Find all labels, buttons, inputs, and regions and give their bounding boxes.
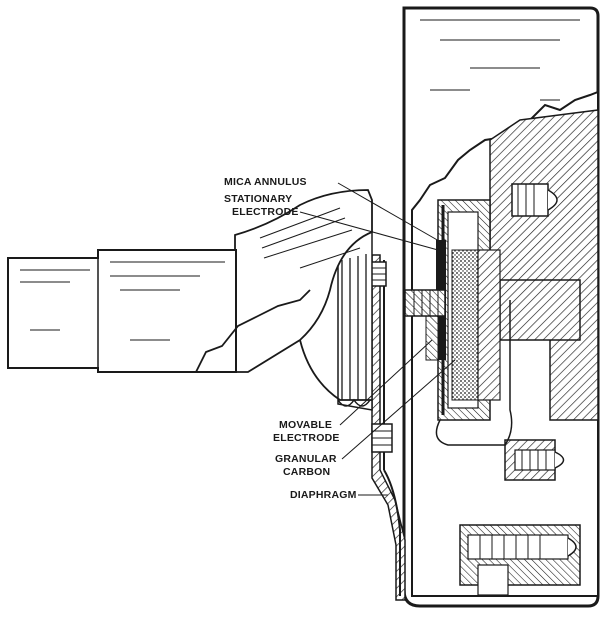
label-stationary-electrode-line2: ELECTRODE xyxy=(232,206,299,218)
label-diaphragm: DIAPHRAGM xyxy=(290,489,357,501)
label-granular-carbon-line2: CARBON xyxy=(283,466,331,478)
handle-tube xyxy=(7,249,237,373)
label-movable-electrode-line2: ELECTRODE xyxy=(273,432,340,444)
center-post xyxy=(499,279,581,341)
leader-movable-electrode xyxy=(339,339,433,426)
rear-screw-middle xyxy=(504,439,565,481)
granular-carbon-chamber xyxy=(451,249,479,401)
leader-mica-annulus xyxy=(337,182,447,246)
label-granular-carbon-line1: GRANULAR xyxy=(275,453,337,465)
handle-cutaway-edge xyxy=(195,289,311,373)
internal-wire xyxy=(435,300,513,446)
spring-coil xyxy=(337,231,373,411)
rear-screw-top xyxy=(511,183,558,217)
rear-screw-bottom xyxy=(459,524,581,596)
center-screw xyxy=(404,289,446,317)
leader-stationary-electrode xyxy=(299,211,439,251)
leader-granular-carbon xyxy=(341,359,456,460)
label-stationary-electrode-line1: STATIONARY xyxy=(224,193,293,205)
leader-lines xyxy=(299,182,456,496)
electrode-assembly xyxy=(425,199,501,421)
front-screw-bottom xyxy=(371,423,393,453)
label-mica-annulus: MICA ANNULUS xyxy=(224,176,307,188)
label-movable-electrode-line1: MOVABLE xyxy=(279,419,333,431)
